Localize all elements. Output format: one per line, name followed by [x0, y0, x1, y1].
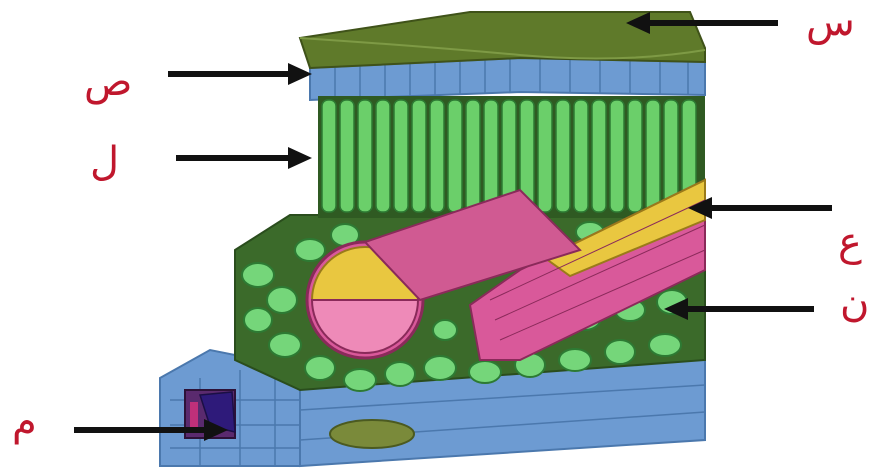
label-m: م	[12, 402, 37, 442]
arrow-l	[176, 147, 312, 169]
label-s: س	[806, 2, 855, 42]
arrow-m	[74, 419, 228, 441]
arrow-ain	[688, 197, 832, 219]
arrow-s	[626, 12, 778, 34]
label-n: ن	[840, 283, 869, 323]
label-sad: ص	[84, 62, 132, 102]
arrow-n	[664, 298, 814, 320]
arrow-sad	[168, 63, 312, 85]
label-ain: ع	[838, 222, 862, 262]
label-l: ل	[90, 142, 119, 182]
